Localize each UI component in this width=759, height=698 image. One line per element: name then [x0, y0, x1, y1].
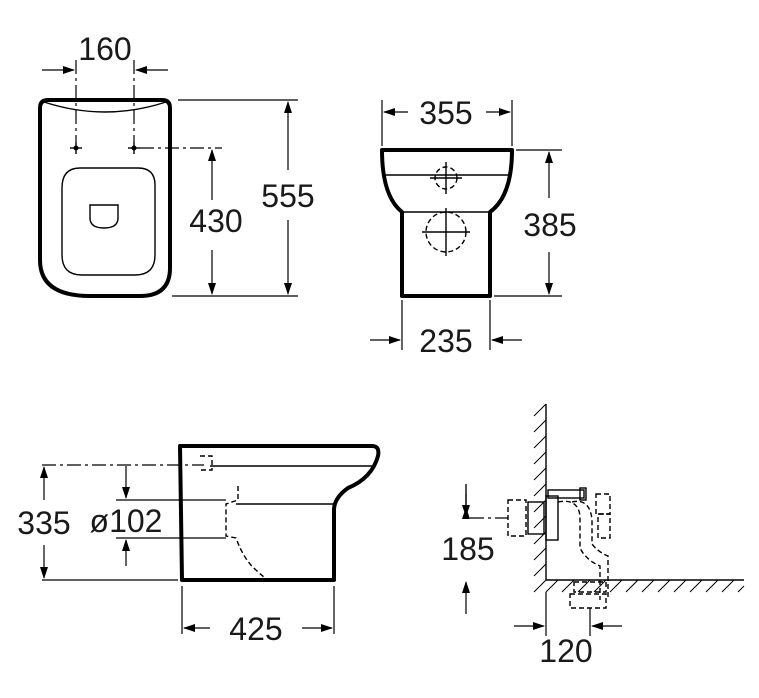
inlet-circle-icon — [430, 162, 462, 194]
floor-hatch — [545, 579, 745, 593]
dim-label-425: 425 — [229, 611, 282, 647]
fixing-hole-left-icon — [70, 142, 82, 154]
side-view: 335 ø102 425 — [17, 444, 381, 647]
front-view: 355 385 235 — [370, 95, 577, 359]
side-view-trap — [225, 486, 273, 583]
outlet-circle-icon — [422, 208, 470, 256]
top-view-bowl-opening — [89, 204, 119, 229]
side-view-outline — [178, 444, 381, 582]
top-view-tank-edge — [43, 101, 167, 113]
dim-label-430: 430 — [189, 203, 242, 239]
fixing-hole-right-icon — [128, 142, 140, 154]
waste-pipe-icon — [507, 487, 611, 609]
dim-label-235: 235 — [419, 323, 472, 359]
dim-label-355: 355 — [419, 95, 472, 131]
wall-hatch — [533, 403, 547, 593]
installation-view: 185 120 — [441, 403, 745, 669]
dim-label-160: 160 — [78, 31, 131, 67]
dim-label-335: 335 — [17, 505, 70, 541]
top-view: 160 430 555 — [38, 31, 315, 298]
top-view-outline — [38, 98, 172, 298]
dim-label-185: 185 — [441, 531, 494, 567]
top-view-seat — [61, 167, 156, 276]
dim-label-555: 555 — [261, 178, 314, 214]
dim-label-diameter: ø102 — [90, 503, 163, 539]
dim-label-385: 385 — [523, 207, 576, 243]
dim-label-120: 120 — [539, 633, 592, 669]
front-view-outline — [380, 148, 514, 298]
